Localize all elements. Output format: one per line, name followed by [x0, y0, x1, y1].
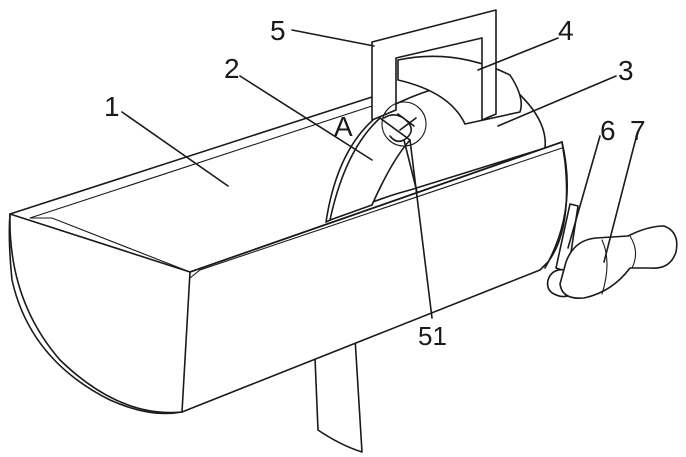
leader-5: [291, 29, 375, 47]
trough-inner-edge: [29, 217, 191, 273]
handle-ridge-1: [601, 239, 608, 295]
support-leg: [314, 337, 363, 453]
trough-front-wall: [8, 141, 568, 415]
trough-end-cap: [9, 213, 183, 414]
trough-back-rim: [9, 96, 373, 215]
handle-grip: [559, 225, 678, 300]
label-pin: 51: [418, 321, 447, 351]
trough-back-rim-inner: [29, 105, 373, 219]
label-detail-a: A: [334, 111, 353, 142]
label-cover: 4: [558, 15, 574, 46]
pin-joint: [383, 113, 417, 143]
label-blade: 2: [224, 53, 240, 84]
label-frame: 5: [270, 15, 286, 46]
leader-6: [567, 135, 601, 249]
leader-7: [603, 137, 637, 263]
leader-4: [477, 37, 559, 71]
label-crank: 6: [600, 115, 616, 146]
leader-1: [121, 111, 229, 187]
front-wall-inner-rim: [189, 147, 563, 279]
leader-3: [497, 75, 617, 127]
detail-circle: [381, 101, 427, 147]
label-handle: 7: [630, 115, 646, 146]
blade: [329, 117, 411, 221]
front-wall-right-end: [544, 141, 569, 269]
label-trough: 1: [104, 91, 120, 122]
front-wall-rim: [189, 141, 563, 273]
leader-51: [409, 139, 433, 319]
handle-ridge-2: [629, 235, 637, 269]
leader-2: [239, 75, 373, 161]
frame: [371, 9, 497, 121]
label-disc: 3: [618, 55, 634, 86]
front-wall-seam: [181, 271, 191, 413]
